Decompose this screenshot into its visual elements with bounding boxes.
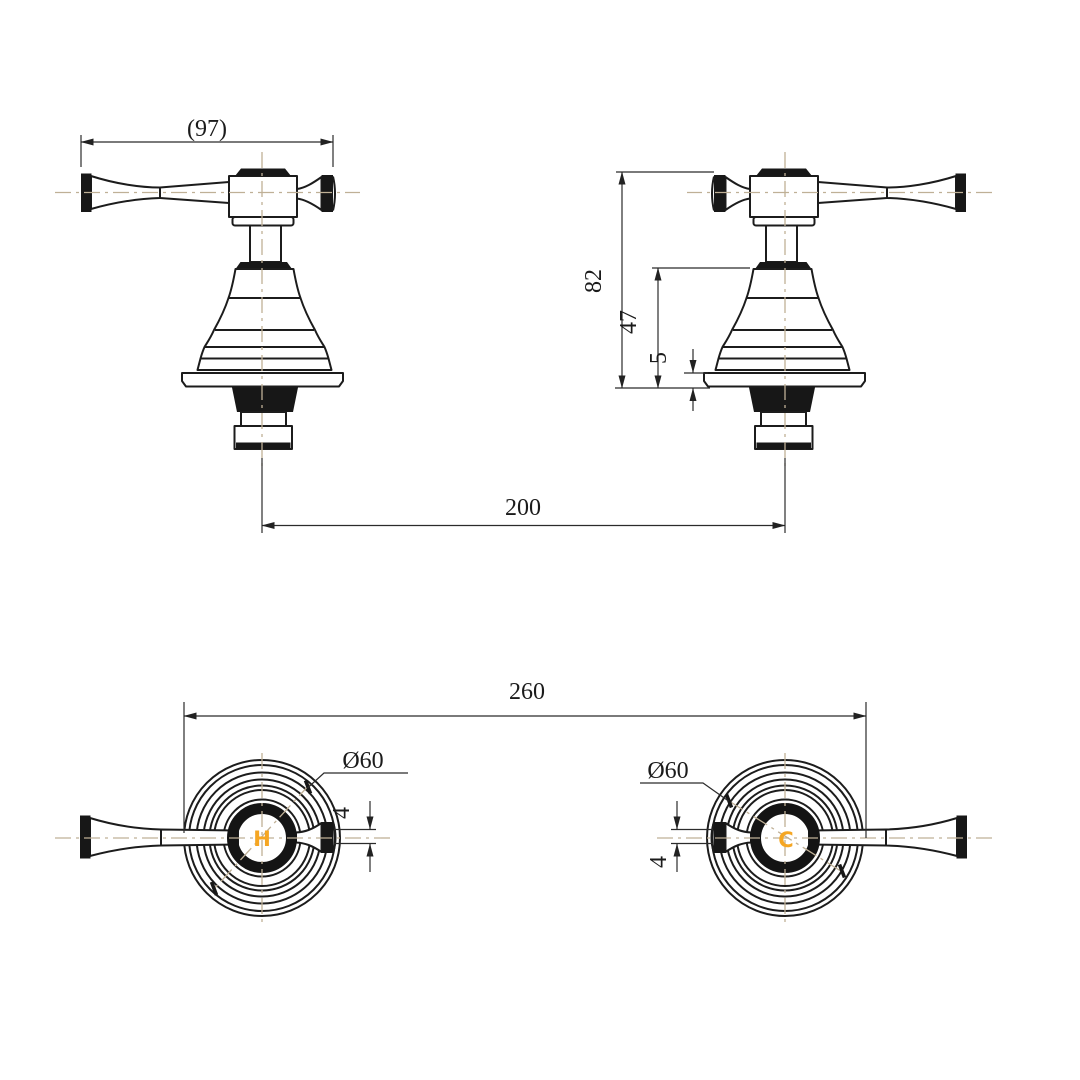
dim-overall-width-label: 260 — [509, 679, 545, 705]
dim-handle-span-label: (97) — [187, 116, 227, 142]
dim-left-escutcheon-diameter-label: Ø60 — [342, 748, 383, 774]
dim-flange-thickness-label: 5 — [646, 352, 672, 364]
dim-left-handle-end-label: 4 — [329, 807, 355, 819]
dim-right-escutcheon-diameter: Ø60 — [640, 758, 847, 879]
dim-handle-span: (97) — [80, 116, 334, 167]
dim-center-distance: 200 — [261, 458, 786, 533]
top-view-right — [655, 753, 992, 923]
dim-bonnet-height: 47 — [616, 267, 750, 389]
dim-total-height-label: 82 — [581, 269, 607, 293]
dim-flange-thickness: 5 — [646, 349, 708, 411]
dim-bonnet-height-label: 47 — [616, 310, 642, 334]
hot-indicator-label: H — [253, 827, 271, 851]
side-view-left — [54, 151, 361, 471]
dim-total-height: 82 — [581, 171, 714, 389]
cold-indicator-label: C — [778, 828, 793, 852]
dim-right-escutcheon-diameter-label: Ø60 — [647, 758, 688, 784]
dim-right-handle-end-label: 4 — [646, 856, 672, 868]
dim-overall-width: 260 — [183, 679, 867, 838]
side-view-right — [686, 151, 993, 471]
dim-left-escutcheon-diameter: Ø60 — [209, 748, 408, 896]
dim-center-distance-label: 200 — [505, 495, 541, 521]
top-view-left — [55, 753, 392, 923]
